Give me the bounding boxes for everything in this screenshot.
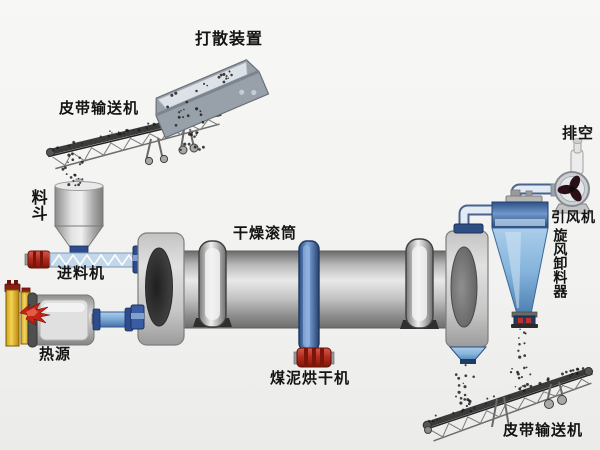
material-stream-belt-to-hopper xyxy=(61,152,84,187)
label-scatter-device: 打散装置 xyxy=(195,31,264,48)
label-belt-conveyor-top: 皮带输送机 xyxy=(59,100,140,117)
material-stream-scatter-to-belt xyxy=(174,100,205,151)
bottom-belt-conveyor xyxy=(422,366,594,442)
conveyor-wheel xyxy=(144,156,154,166)
hot-air-pipe xyxy=(92,307,134,332)
conveyor-wheel xyxy=(159,154,169,164)
label-hopper: 料斗 xyxy=(28,189,46,221)
material-stream-cyclone-discharge xyxy=(509,328,533,391)
exhaust-stack xyxy=(570,138,584,175)
label-exhaust: 排空 xyxy=(562,125,595,142)
girth-gear xyxy=(298,240,320,352)
flame-icon xyxy=(19,302,51,326)
feed-end-housing xyxy=(130,232,185,346)
discharge-housing xyxy=(445,223,489,364)
material-stream-drum-discharge xyxy=(454,364,475,413)
label-heat-source: 热源 xyxy=(39,346,72,363)
conveyor-wheel xyxy=(178,145,188,155)
hopper xyxy=(54,178,104,255)
duct-drum-to-cyclone xyxy=(458,204,495,231)
conveyor-wheel xyxy=(424,426,432,434)
scatter-device xyxy=(155,59,270,139)
conveyor-wheel xyxy=(557,395,567,405)
riding-ring-right xyxy=(405,238,434,329)
label-feeder: 进料机 xyxy=(57,265,106,282)
cyclone-rotary-valve xyxy=(511,311,538,328)
label-induced-draft-fan: 引风机 xyxy=(551,209,596,225)
cyclone-discharger xyxy=(491,189,549,328)
heat-source xyxy=(4,280,134,348)
drive-motor xyxy=(293,347,335,368)
induced-draft-fan xyxy=(550,171,592,214)
label-drying-drum: 干燥滚筒 xyxy=(233,225,298,242)
label-coal-slime-dryer: 煤泥烘干机 xyxy=(270,370,351,387)
conveyor-wheel xyxy=(544,399,554,409)
label-cyclone-discharger: 旋风卸料器 xyxy=(552,228,569,298)
riding-ring-left xyxy=(198,240,227,328)
fan-blades-icon xyxy=(557,175,582,202)
label-belt-conveyor-bottom: 皮带输送机 xyxy=(503,422,584,439)
conveyor-wheel xyxy=(189,143,199,153)
